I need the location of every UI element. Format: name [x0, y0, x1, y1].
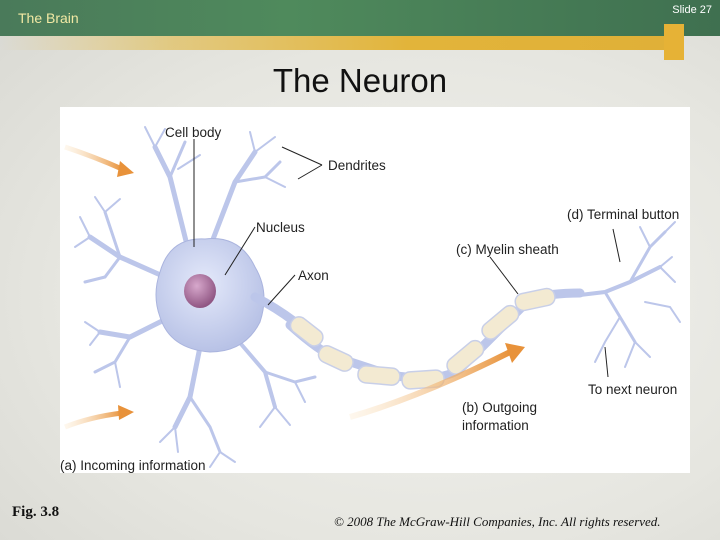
label-nucleus: Nucleus	[256, 220, 305, 235]
myelin-sheath	[289, 287, 556, 390]
label-to-next-neuron: To next neuron	[588, 382, 677, 397]
neuron-diagram: Cell body Dendrites Nucleus Axon (d) Ter…	[60, 125, 681, 473]
slide-title: The Neuron	[272, 62, 448, 99]
label-outgoing-1: (b) Outgoing	[462, 400, 537, 415]
neuron-figure: Cell body Dendrites Nucleus Axon (d) Ter…	[60, 107, 690, 473]
dendrites	[74, 126, 317, 468]
label-myelin-sheath: (c) Myelin sheath	[456, 242, 559, 257]
section-title: The Brain	[18, 10, 79, 26]
terminal-branches	[578, 221, 681, 368]
accent-tab	[664, 24, 684, 60]
label-dendrites: Dendrites	[328, 158, 386, 173]
incoming-arrows	[64, 144, 134, 430]
leader-lines	[193, 139, 621, 378]
copyright-notice: © 2008 The McGraw-Hill Companies, Inc. A…	[334, 514, 661, 529]
slide-number: Slide 27	[672, 4, 712, 16]
figure-caption: Fig. 3.8	[12, 504, 60, 520]
label-outgoing-2: information	[462, 418, 529, 433]
label-terminal-button: (d) Terminal button	[567, 207, 679, 222]
label-axon: Axon	[298, 268, 329, 283]
accent-stripe	[0, 36, 680, 50]
label-cell-body: Cell body	[165, 125, 222, 140]
label-incoming: (a) Incoming information	[60, 458, 206, 473]
header-bar	[0, 0, 720, 36]
nucleus	[184, 274, 216, 308]
outgoing-arrow	[349, 343, 525, 420]
